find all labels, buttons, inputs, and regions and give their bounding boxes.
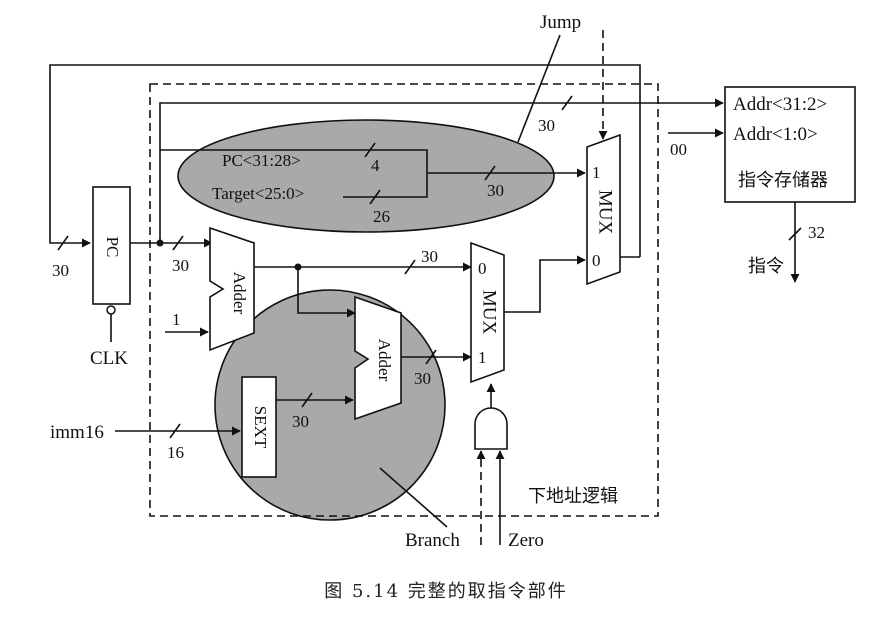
- jump-label: Jump: [540, 12, 581, 33]
- pc-hi-slash: [364, 142, 376, 158]
- jump-leader-line: [517, 34, 561, 143]
- mux-jump-in1: 1: [592, 163, 601, 182]
- const-one-label: 1: [172, 310, 181, 329]
- next-address-logic-label: 下地址逻辑: [528, 486, 618, 507]
- instr-width: 32: [808, 223, 825, 242]
- mux-branch-label: MUX: [479, 290, 500, 335]
- mux-jump: [586, 133, 621, 286]
- target-width: 26: [373, 207, 390, 226]
- adder-out-width: 30: [421, 247, 438, 266]
- mux-branch-in1: 1: [478, 348, 487, 367]
- mux-branch-in0: 0: [478, 259, 487, 278]
- and-gate: [474, 407, 508, 450]
- sext-out-width: 30: [292, 412, 309, 431]
- clk-bubble: [106, 305, 116, 315]
- adder-out-slash: [404, 259, 416, 275]
- target-wire: [343, 173, 428, 198]
- concat-slash: [484, 165, 496, 181]
- sext-label: SEXT: [251, 406, 270, 449]
- pc4-to-adder2-wire: [297, 267, 356, 318]
- pc-label: PC: [103, 237, 122, 258]
- top-bus-wire: [159, 98, 724, 243]
- instruction-memory: [724, 86, 856, 203]
- adder-top-label: Adder: [230, 272, 249, 315]
- clk-label: CLK: [90, 348, 128, 369]
- imm16-label: imm16: [50, 422, 104, 443]
- sext-block: [241, 376, 277, 478]
- imm16-width: 16: [167, 443, 184, 462]
- target-label: Target<25:0>: [212, 184, 304, 203]
- mux-branch-out-wire: [504, 255, 586, 313]
- adder-branch: [354, 295, 402, 421]
- concat-region-ellipse: [177, 119, 555, 233]
- imm16-slash: [169, 423, 181, 439]
- instr-label: 指令: [748, 256, 784, 277]
- adder-bottom-label: Adder: [375, 339, 394, 382]
- adder-pc-plus: [209, 226, 255, 352]
- mux-jump-label: MUX: [595, 190, 616, 235]
- pc-hi-width: 4: [371, 156, 380, 175]
- pc-out-width: 30: [172, 256, 189, 275]
- addr-lo-label: Addr<1:0>: [733, 124, 818, 145]
- imem-label: 指令存储器: [738, 170, 828, 191]
- target-slash: [369, 189, 381, 205]
- pc-hi-label: PC<31:28>: [222, 151, 301, 170]
- mux-jump-in0: 0: [592, 251, 601, 270]
- adder2-out-width: 30: [414, 369, 431, 388]
- sext-out-slash: [301, 392, 313, 408]
- next-address-logic-boundary: [149, 83, 659, 517]
- figure-caption: 图 5.14 完整的取指令部件: [324, 581, 568, 602]
- addr-hi-label: Addr<31:2>: [733, 94, 827, 115]
- mux-branch: [470, 241, 505, 384]
- pc-hi-wire: [160, 149, 428, 173]
- const-00-label: 00: [670, 140, 687, 159]
- branch-leader-line: [379, 467, 448, 528]
- concat-width: 30: [487, 181, 504, 200]
- instr-slash: [788, 227, 802, 241]
- pc-in-width: 30: [52, 261, 69, 280]
- branch-label: Branch: [405, 530, 460, 551]
- top-bus-width: 30: [538, 116, 555, 135]
- pc-out-slash: [172, 235, 184, 251]
- zero-label: Zero: [508, 530, 544, 551]
- adder2-out-slash: [425, 349, 437, 365]
- top-bus-slash: [561, 95, 573, 111]
- pc-in-slash: [57, 235, 69, 251]
- pc-register: [92, 186, 131, 305]
